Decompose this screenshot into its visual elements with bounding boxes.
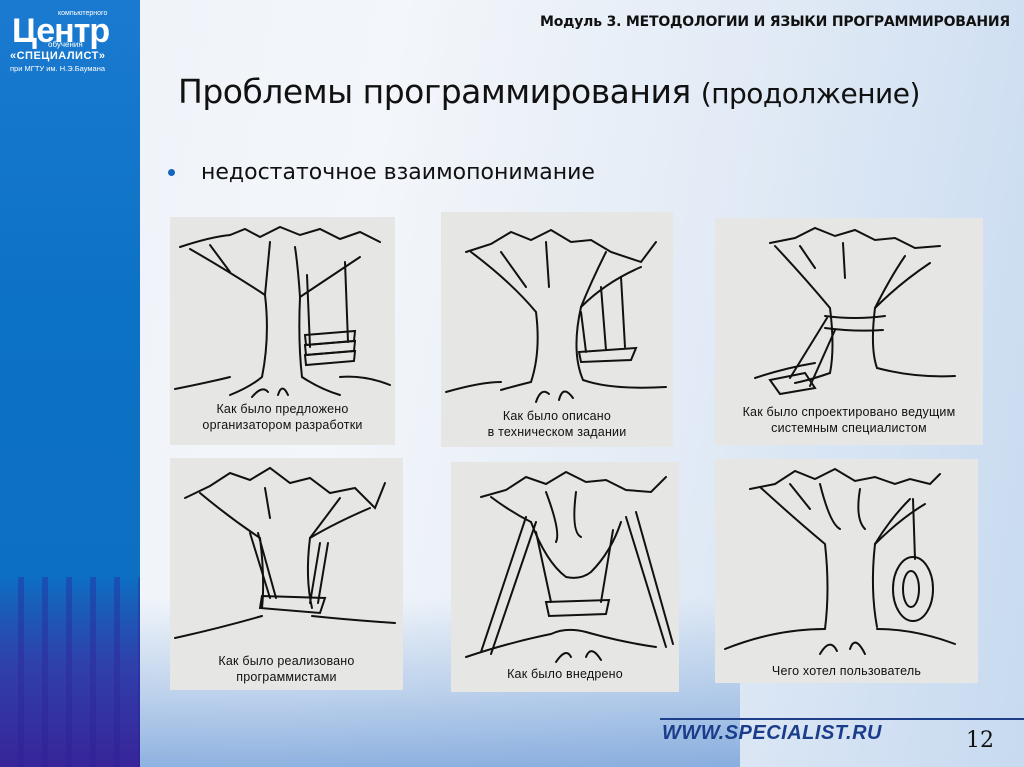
caption-line-2: программистами	[236, 670, 337, 684]
sidebar-band	[0, 0, 140, 767]
cartoon-panel-4: Как было реализовано программистами	[170, 458, 403, 690]
cartoon-panel-2: Как было описано в техническом задании	[441, 212, 673, 447]
logo-top-small: компьютерного	[58, 10, 108, 17]
tree-seat-around-trunk-icon	[174, 466, 396, 639]
tree-tire-swing-icon	[724, 467, 956, 655]
panel-caption: Как было реализовано программистами	[170, 653, 403, 685]
panel-caption: Как было описано в техническом задании	[441, 408, 673, 440]
page-title: Проблемы программирования (продолжение)	[178, 72, 920, 111]
caption-line-1: Как было предложено	[216, 402, 349, 416]
caption-line-1: Чего хотел пользователь	[771, 664, 922, 678]
cartoon-panel-5: Как было внедрено	[451, 462, 679, 692]
tree-seat-tied-trunk-icon	[754, 226, 956, 396]
logo-brand: «СПЕЦИАЛИСТ»	[10, 50, 106, 62]
footer-divider	[660, 718, 1024, 720]
cartoon-panel-1: Как было предложено организатором разраб…	[170, 217, 395, 445]
caption-line-1: Как было реализовано	[218, 654, 355, 668]
city-silhouette	[0, 577, 140, 767]
page-number: 12	[966, 728, 994, 753]
panel-caption: Как было внедрено	[451, 666, 679, 682]
logo-subtitle: при МГТУ им. Н.Э.Баумана	[10, 64, 106, 73]
tree-three-tier-swing-icon	[174, 225, 391, 398]
footer-url[interactable]: WWW.SPECIALIST.RU	[662, 722, 882, 744]
logo-big: Центр	[12, 12, 110, 50]
module-header: Модуль 3. МЕТОДОЛОГИИ И ЯЗЫКИ ПРОГРАММИР…	[540, 14, 1010, 30]
cartoon-panel-3: Как было спроектировано ведущим системны…	[715, 218, 983, 445]
logo: компьютерного Центр обучения «СПЕЦИАЛИСТ…	[8, 8, 138, 74]
caption-line-1: Как было внедрено	[507, 667, 623, 681]
caption-line-1: Как было описано	[502, 409, 612, 423]
tree-three-rope-swing-icon	[445, 228, 667, 403]
bullet-text: недостаточное взаимопонимание	[201, 160, 595, 185]
panel-caption: Чего хотел пользователь	[715, 663, 978, 679]
caption-line-2: системным специалистом	[771, 421, 927, 435]
caption-line-2: в техническом задании	[487, 425, 627, 439]
panel-caption: Как было спроектировано ведущим системны…	[715, 404, 983, 436]
caption-line-2: организатором разработки	[202, 418, 363, 432]
tree-a-frame-swing-icon	[465, 470, 674, 663]
caption-line-1: Как было спроектировано ведущим	[742, 405, 956, 419]
cartoon-panel-6: Чего хотел пользователь	[715, 459, 978, 683]
bullet-item: недостаточное взаимопонимание	[168, 160, 595, 185]
title-suffix: (продолжение)	[700, 77, 921, 110]
bullet-dot-icon	[168, 169, 175, 176]
logo-middle-small: обучения	[48, 40, 83, 49]
panel-caption: Как было предложено организатором разраб…	[170, 401, 395, 433]
title-main: Проблемы программирования	[178, 72, 691, 111]
